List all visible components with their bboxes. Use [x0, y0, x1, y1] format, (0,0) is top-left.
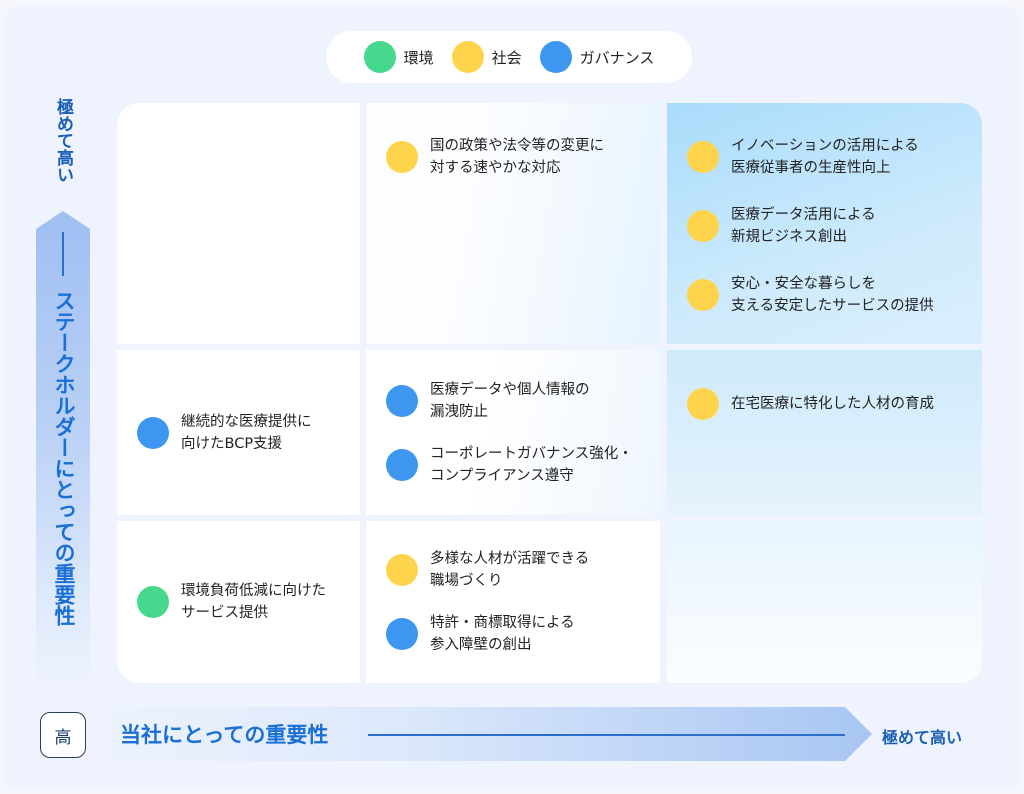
item-text: 継続的な医療提供に 向けたBCP支援	[181, 413, 312, 452]
matrix-cell-r1c1: 医療データや個人情報の 漏洩防止 コーポレートガバナンス強化・ コンプライアンス…	[366, 350, 660, 515]
materiality-item: 医療データや個人情報の 漏洩防止	[386, 379, 660, 423]
x-axis-high-label: 極めて高い	[882, 728, 963, 747]
green-dot-icon	[363, 41, 396, 73]
materiality-item: 継続的な医療提供に 向けたBCP支援	[137, 411, 360, 455]
item-text: コーポレートガバナンス強化・ コンプライアンス遵守	[430, 445, 633, 484]
y-axis-high-label: 極めて高い	[53, 98, 73, 183]
legend-label: 社会	[491, 48, 522, 67]
social-dot-icon	[386, 554, 418, 586]
high-badge: 高	[40, 712, 86, 758]
environment-dot-icon	[137, 586, 169, 618]
legend-item-social: 社会	[451, 41, 522, 73]
legend: 環境 社会 ガバナンス	[326, 31, 692, 83]
matrix-cell-r2c1: 多様な人材が活躍できる 職場づくり 特許・商標取得による 参入障壁の創出	[366, 521, 660, 683]
legend-item-environment: 環境	[363, 41, 434, 73]
legend-label: 環境	[403, 48, 434, 67]
matrix-cell-r0c0	[117, 103, 360, 344]
governance-dot-icon	[137, 416, 169, 449]
y-axis-line	[62, 232, 64, 276]
legend-label: ガバナンス	[579, 48, 655, 67]
social-dot-icon	[687, 279, 719, 311]
materiality-item: 安心・安全な暮らしを 支える安定したサービスの提供	[687, 273, 982, 317]
social-dot-icon	[687, 388, 719, 420]
materiality-item: イノベーションの活用による 医療従事者の生産性向上	[687, 135, 982, 179]
x-axis-title: 当社にとっての重要性	[120, 723, 329, 747]
governance-dot-icon	[386, 448, 418, 481]
item-text: 環境負荷低減に向けた サービス提供	[181, 583, 326, 621]
materiality-item: 在宅医療に特化した人材の育成	[687, 388, 982, 420]
item-text: 医療データ活用による 新規ビジネス創出	[731, 207, 876, 245]
y-axis-arrow	[36, 211, 90, 685]
x-axis-line	[368, 734, 845, 736]
matrix-cell-r0c2: イノベーションの活用による 医療従事者の生産性向上 医療データ活用による 新規ビ…	[667, 103, 982, 344]
materiality-item: コーポレートガバナンス強化・ コンプライアンス遵守	[386, 443, 660, 487]
materiality-item: 国の政策や法令等の変更に 対する速やかな対応	[386, 135, 660, 179]
item-text: 特許・商標取得による 参入障壁の創出	[430, 615, 575, 653]
social-dot-icon	[687, 141, 719, 173]
social-dot-icon	[386, 141, 418, 173]
item-text: 医療データや個人情報の 漏洩防止	[430, 381, 590, 420]
y-axis-title: ステークホルダーにとっての重要性	[52, 290, 76, 626]
materiality-item: 医療データ活用による 新規ビジネス創出	[687, 204, 982, 248]
governance-dot-icon	[386, 618, 418, 650]
materiality-item: 特許・商標取得による 参入障壁の創出	[386, 612, 660, 656]
matrix-cell-r1c0: 継続的な医療提供に 向けたBCP支援	[117, 350, 360, 515]
matrix-cell-r0c1: 国の政策や法令等の変更に 対する速やかな対応	[366, 103, 660, 344]
item-text: 国の政策や法令等の変更に 対する速やかな対応	[430, 138, 604, 176]
item-text: イノベーションの活用による 医療従事者の生産性向上	[731, 138, 919, 176]
matrix-cell-r2c0: 環境負荷低減に向けた サービス提供	[117, 521, 360, 683]
matrix-cell-r1c2: 在宅医療に特化した人材の育成	[667, 350, 982, 515]
governance-dot-icon	[386, 384, 418, 417]
matrix-cell-r2c2	[667, 521, 982, 683]
social-dot-icon	[687, 210, 719, 242]
materiality-item: 多様な人材が活躍できる 職場づくり	[386, 548, 660, 592]
item-text: 在宅医療に特化した人材の育成	[731, 396, 934, 412]
legend-item-governance: ガバナンス	[539, 41, 655, 73]
item-text: 多様な人材が活躍できる 職場づくり	[430, 551, 590, 589]
materiality-item: 環境負荷低減に向けた サービス提供	[137, 580, 360, 624]
item-text: 安心・安全な暮らしを 支える安定したサービスの提供	[731, 276, 934, 314]
yellow-dot-icon	[451, 41, 484, 73]
blue-dot-icon	[539, 41, 572, 73]
